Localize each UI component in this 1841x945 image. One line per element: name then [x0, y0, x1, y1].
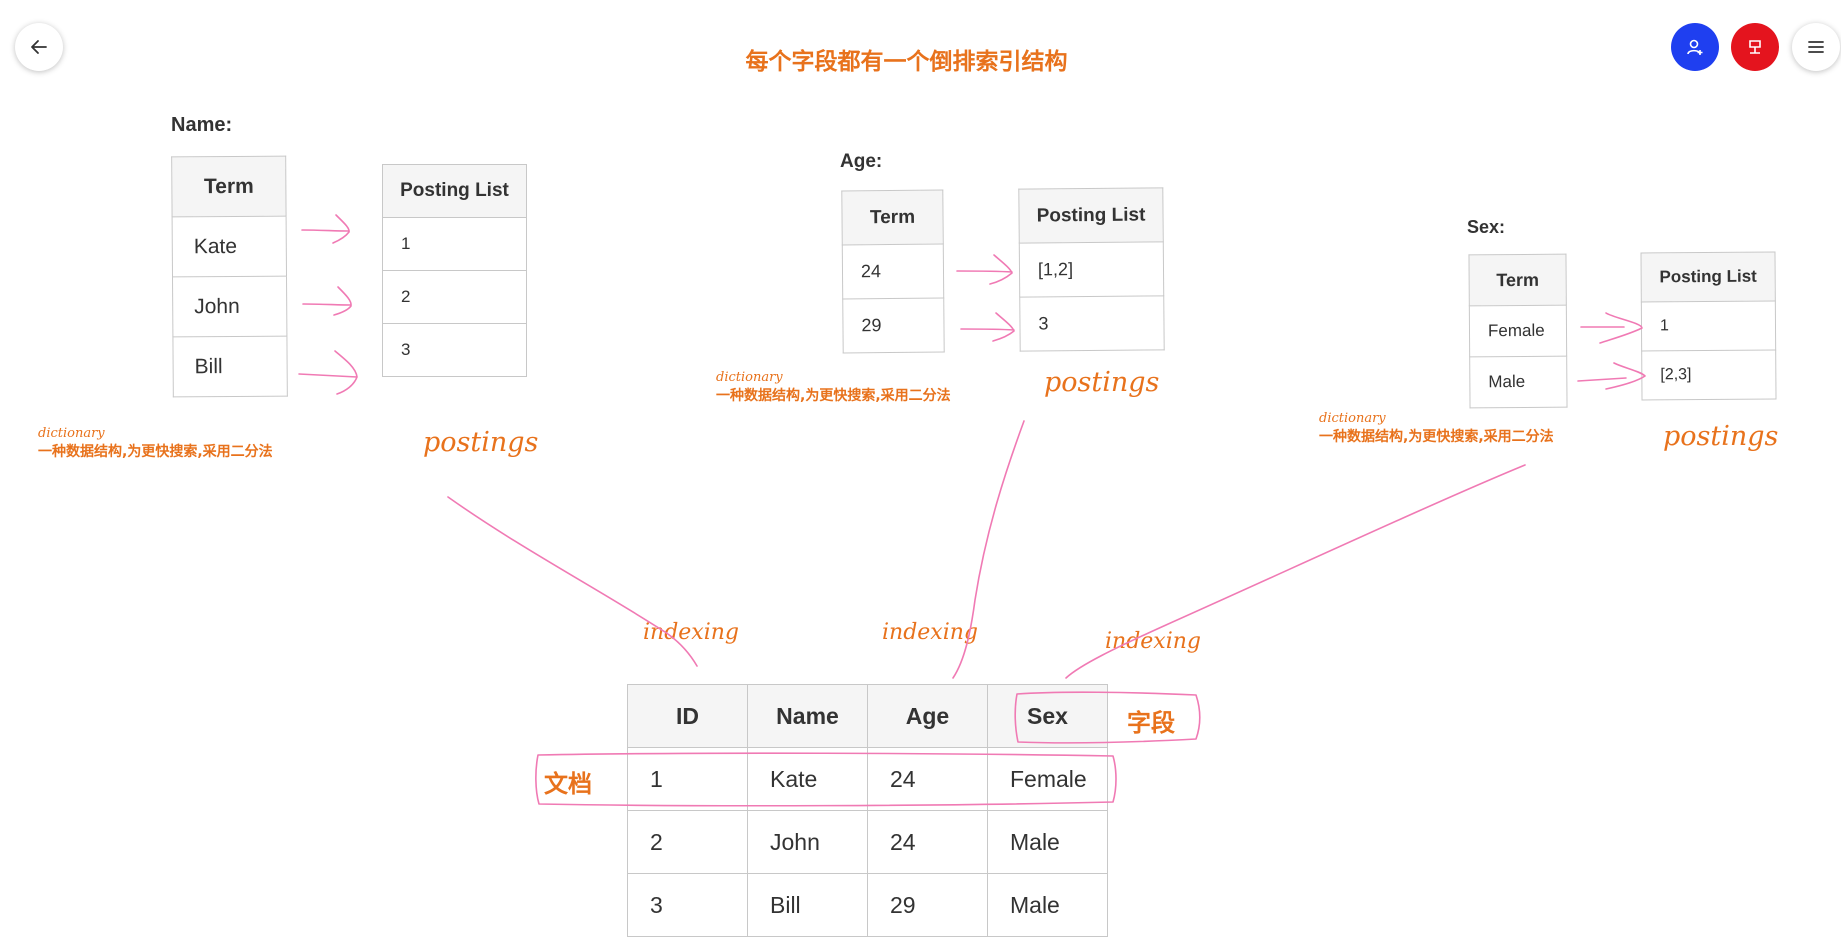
column-header-sex: Sex	[987, 684, 1108, 748]
cell-sex: Male	[987, 873, 1108, 937]
term-cell: 29	[842, 298, 945, 353]
arrow-kate	[301, 214, 350, 244]
term-cell: Bill	[172, 336, 288, 397]
name-dictionary-note: dictionary 一种数据结构,为更快搜索,采用二分法	[38, 427, 273, 461]
term-cell: Male	[1469, 356, 1568, 408]
posting-header: Posting List	[1018, 187, 1164, 244]
name-postings-label: postings	[423, 427, 539, 458]
menu-button[interactable]	[1792, 23, 1840, 71]
cell-sex: Male	[987, 810, 1108, 874]
name-posting-table: Posting List 1 2 3	[382, 164, 527, 377]
age-dictionary-note: dictionary 一种数据结构,为更快搜索,采用二分法	[716, 371, 951, 405]
cell-id: 2	[627, 810, 748, 874]
age-posting-table: Posting List [1,2] 3	[1018, 187, 1165, 352]
cell-name: John	[747, 810, 868, 874]
dictionary-description: 一种数据结构,为更快搜索,采用二分法	[716, 388, 951, 404]
posting-header: Posting List	[382, 164, 527, 218]
name-field-label: Name:	[171, 114, 233, 136]
posting-cell: 1	[1641, 301, 1776, 351]
posting-cell: 2	[382, 270, 527, 324]
term-header: Term	[841, 190, 944, 245]
term-cell: 24	[842, 244, 944, 299]
arrow-left-icon	[31, 40, 47, 54]
add-user-icon	[1687, 39, 1703, 55]
sex-posting-table: Posting List 1 [2,3]	[1640, 251, 1777, 401]
age-postings-label: postings	[1044, 367, 1160, 398]
dictionary-word: dictionary	[716, 370, 783, 385]
indexing-label-sex: indexing	[1105, 629, 1202, 654]
sex-term-table: Term Female Male	[1468, 253, 1568, 409]
document-annotation-label: 文档	[544, 770, 592, 798]
arrow-bill	[298, 350, 358, 395]
name-term-table: Term Kate John Bill	[171, 155, 288, 398]
page-title: 每个字段都有一个倒排索引结构	[745, 49, 1068, 75]
arrow-24	[956, 254, 1013, 285]
term-cell: Female	[1469, 305, 1567, 357]
column-header-age: Age	[867, 684, 988, 748]
posting-header: Posting List	[1640, 252, 1776, 302]
cell-id: 1	[627, 747, 748, 811]
dictionary-word: dictionary	[1319, 411, 1386, 426]
cell-id: 3	[627, 873, 748, 937]
share-icon	[1749, 40, 1761, 54]
cell-name: Bill	[747, 873, 868, 937]
hamburger-menu-icon	[1808, 41, 1824, 53]
column-header-id: ID	[627, 684, 748, 748]
cell-age: 24	[867, 810, 988, 874]
posting-cell: 1	[382, 217, 527, 271]
cell-age: 29	[867, 873, 988, 937]
table-row: 2 John 24 Male	[627, 810, 1108, 874]
term-cell: John	[172, 276, 287, 337]
indexing-label-age: indexing	[882, 620, 979, 645]
cell-age: 24	[867, 747, 988, 811]
table-row: 3 Bill 29 Male	[627, 873, 1108, 937]
field-annotation-label: 字段	[1127, 709, 1175, 737]
term-cell: Kate	[172, 216, 287, 277]
arrow-john	[302, 286, 352, 316]
age-field-label: Age:	[840, 151, 883, 172]
column-header-name: Name	[747, 684, 868, 748]
sex-field-label: Sex:	[1467, 217, 1506, 237]
term-header: Term	[1468, 254, 1567, 306]
posting-cell: 3	[382, 323, 527, 377]
posting-cell: [1,2]	[1019, 241, 1164, 298]
arrow-female	[1580, 312, 1643, 344]
document-table: ID Name Age Sex 1 Kate 24 Female 2 John …	[627, 684, 1108, 937]
cell-sex: Female	[987, 747, 1108, 811]
cell-name: Kate	[747, 747, 868, 811]
posting-cell: 3	[1019, 295, 1165, 352]
arrow-29	[960, 312, 1015, 342]
dictionary-description: 一种数据结构,为更快搜索,采用二分法	[1319, 429, 1554, 445]
share-button[interactable]	[1731, 23, 1779, 71]
arrow-male	[1577, 362, 1646, 390]
sex-postings-label: postings	[1663, 421, 1779, 452]
dictionary-word: dictionary	[38, 426, 105, 441]
term-header: Term	[171, 156, 287, 217]
add-collaborator-button[interactable]	[1671, 23, 1719, 71]
sex-dictionary-note: dictionary 一种数据结构,为更快搜索,采用二分法	[1319, 412, 1554, 446]
dictionary-description: 一种数据结构,为更快搜索,采用二分法	[38, 444, 273, 460]
table-row: 1 Kate 24 Female	[627, 747, 1108, 811]
posting-cell: [2,3]	[1641, 350, 1777, 400]
indexing-label-name: indexing	[643, 620, 740, 645]
age-term-table: Term 24 29	[841, 189, 945, 354]
back-button[interactable]	[15, 23, 63, 71]
